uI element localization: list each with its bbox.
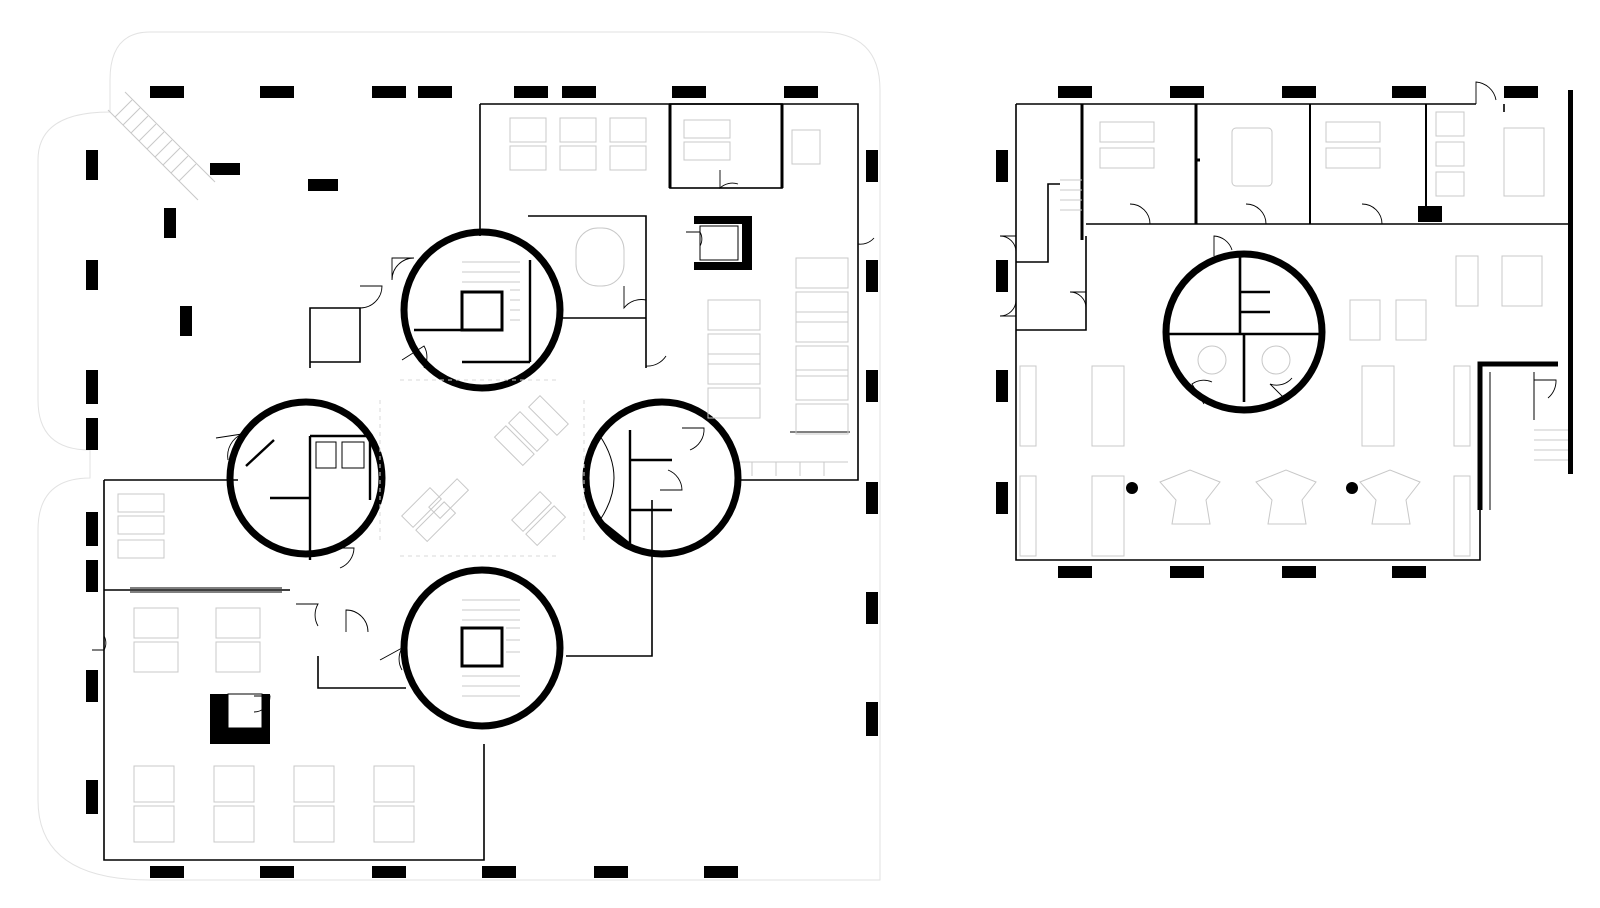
left-floor-plan [37, 31, 881, 881]
facade-piers [86, 86, 878, 878]
right-stair [1060, 179, 1568, 461]
right-plan-furniture [1019, 111, 1545, 557]
circulation-outline [379, 379, 585, 557]
column [1346, 482, 1358, 494]
exterior-stair [107, 91, 216, 201]
right-floor-plan [996, 81, 1573, 578]
door-swings [92, 170, 875, 713]
top-right-rooms [668, 103, 784, 270]
left-core [210, 693, 270, 744]
column [1126, 482, 1138, 494]
right-facade-piers [996, 86, 1573, 578]
left-plan-furniture [117, 117, 849, 843]
partition-line [130, 587, 282, 593]
round-core-left [226, 398, 386, 560]
round-core-top [400, 228, 564, 392]
site-outline [37, 31, 881, 881]
round-core-right [582, 398, 742, 558]
right-plan-walls [1015, 103, 1568, 561]
right-door-swings [999, 81, 1557, 405]
right-round-core [1162, 250, 1326, 414]
round-core-bottom [400, 566, 564, 730]
